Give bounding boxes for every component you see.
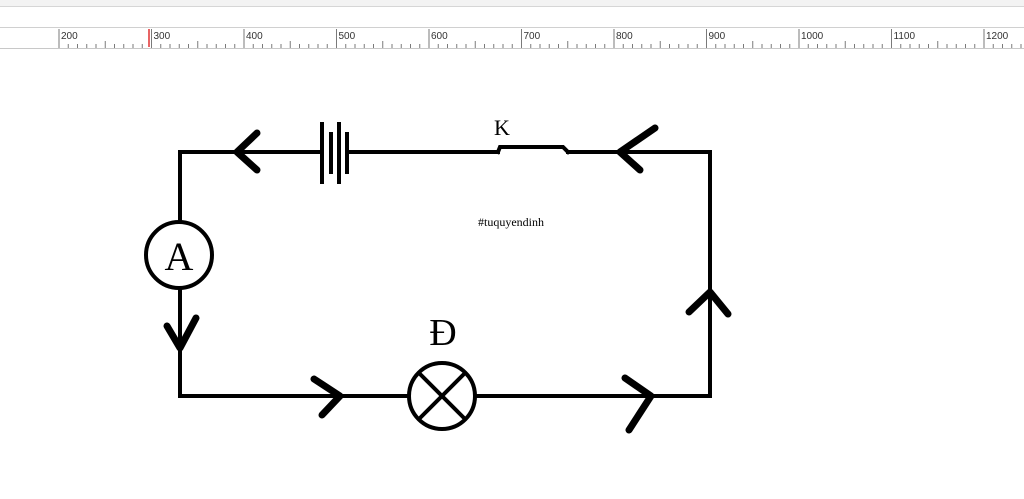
ruler-tick-label: 600 (431, 31, 448, 42)
lamp-label: Đ (429, 312, 456, 354)
ruler-tick-label: 200 (61, 31, 78, 42)
ruler-tick-label: 1200 (986, 31, 1009, 42)
arrow-right-up-icon (685, 288, 732, 318)
watermark-text: #tuquyendinh (478, 215, 544, 229)
ruler-tick-label: 400 (246, 31, 263, 42)
circuit-wires (178, 145, 712, 398)
ruler-tick-label: 1000 (801, 31, 824, 42)
ruler-tick-label: 1100 (894, 31, 916, 42)
arrow-left-down-icon (163, 314, 200, 352)
wire-top-left (178, 150, 324, 222)
ammeter-label: A (165, 234, 194, 279)
arrow-top-right-icon (616, 124, 659, 174)
wire-bottom-left (178, 286, 411, 398)
ruler-tick-label: 800 (616, 31, 633, 42)
ruler-tick-label: 900 (709, 31, 726, 42)
switch-label: K (494, 115, 510, 140)
ruler-tick-label: 300 (154, 31, 171, 42)
battery-icon (320, 122, 349, 184)
wire-right (474, 150, 712, 398)
ruler-tick-label: 500 (339, 31, 356, 42)
ammeter-icon: A (144, 220, 214, 290)
ruler-ticks (58, 29, 1022, 48)
switch-k (495, 145, 571, 155)
lamp-icon (407, 361, 477, 431)
horizontal-ruler[interactable]: 200 300 400 500 600 700 800 900 1000 1100 1200 (0, 27, 1024, 49)
circuit-diagram: A K Đ #tuquyendinh (144, 115, 732, 434)
ruler-tick-label: 700 (524, 31, 541, 42)
arrow-top-left-icon (233, 129, 261, 174)
ruler-labels: 200 300 400 500 600 700 800 900 1000 1100 1200 (61, 31, 1009, 42)
arrow-bottom-right-icon (621, 374, 655, 434)
current-arrows (163, 124, 732, 434)
arrow-bottom-left-icon (310, 375, 344, 419)
ruler-scale: 200 300 400 500 600 700 800 900 1000 1100 1200 (58, 29, 1022, 48)
drawing-canvas[interactable]: A K Đ #tuquyendinh (0, 48, 1024, 494)
window-top-strip (0, 0, 1024, 7)
